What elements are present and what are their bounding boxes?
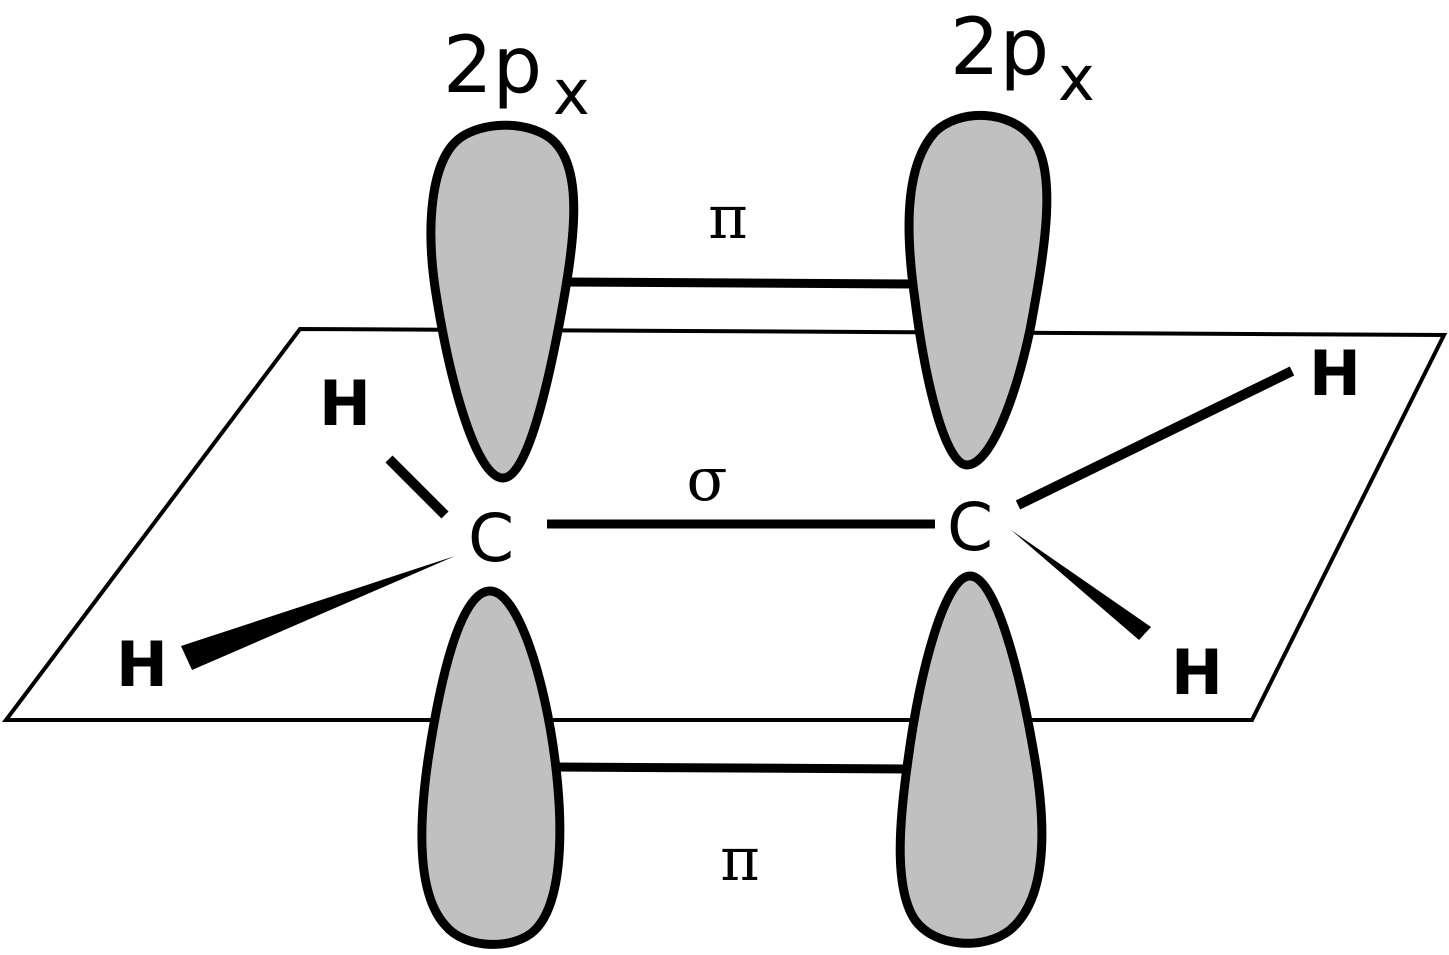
hydrogen-atom-lower-right: H	[1171, 636, 1223, 709]
carbon-atom-right: C	[947, 489, 993, 566]
hydrogen-atom-upper-right: H	[1309, 337, 1361, 410]
pi-bond-line-bottom	[554, 762, 908, 774]
p-orbital-lobe-left-bottom	[417, 586, 565, 949]
bond-c-h-upper-left	[385, 455, 449, 519]
carbon-atom-left: C	[468, 500, 514, 577]
orbital-label-right-main: 2p	[950, 3, 1049, 93]
pi-bond-line-top	[564, 277, 918, 289]
p-orbital-lobe-left-top	[426, 120, 579, 483]
p-orbital-lobe-right-top	[904, 110, 1052, 470]
molecular-plane	[1, 326, 1448, 722]
sigma-bond-label: σ	[687, 445, 728, 515]
orbital-label-left: 2p x	[443, 21, 590, 129]
orbital-label-right: 2p x	[950, 3, 1095, 115]
bond-c-h-upper-right	[1015, 366, 1295, 510]
pi-bond-label-top: π	[708, 183, 747, 253]
hydrogen-atom-lower-left: H	[116, 628, 168, 701]
p-orbital-lobe-right-bottom	[895, 571, 1047, 948]
orbital-label-left-subscript: x	[553, 56, 590, 129]
wedge-bond-c-h-lower-right	[1011, 530, 1151, 640]
orbital-label-left-main: 2p	[443, 21, 542, 111]
hydrogen-atom-upper-left: H	[319, 367, 371, 440]
wedge-bond-c-h-lower-left	[181, 556, 455, 670]
orbital-label-right-subscript: x	[1058, 42, 1095, 115]
pi-bond-label-bottom: π	[720, 825, 759, 895]
